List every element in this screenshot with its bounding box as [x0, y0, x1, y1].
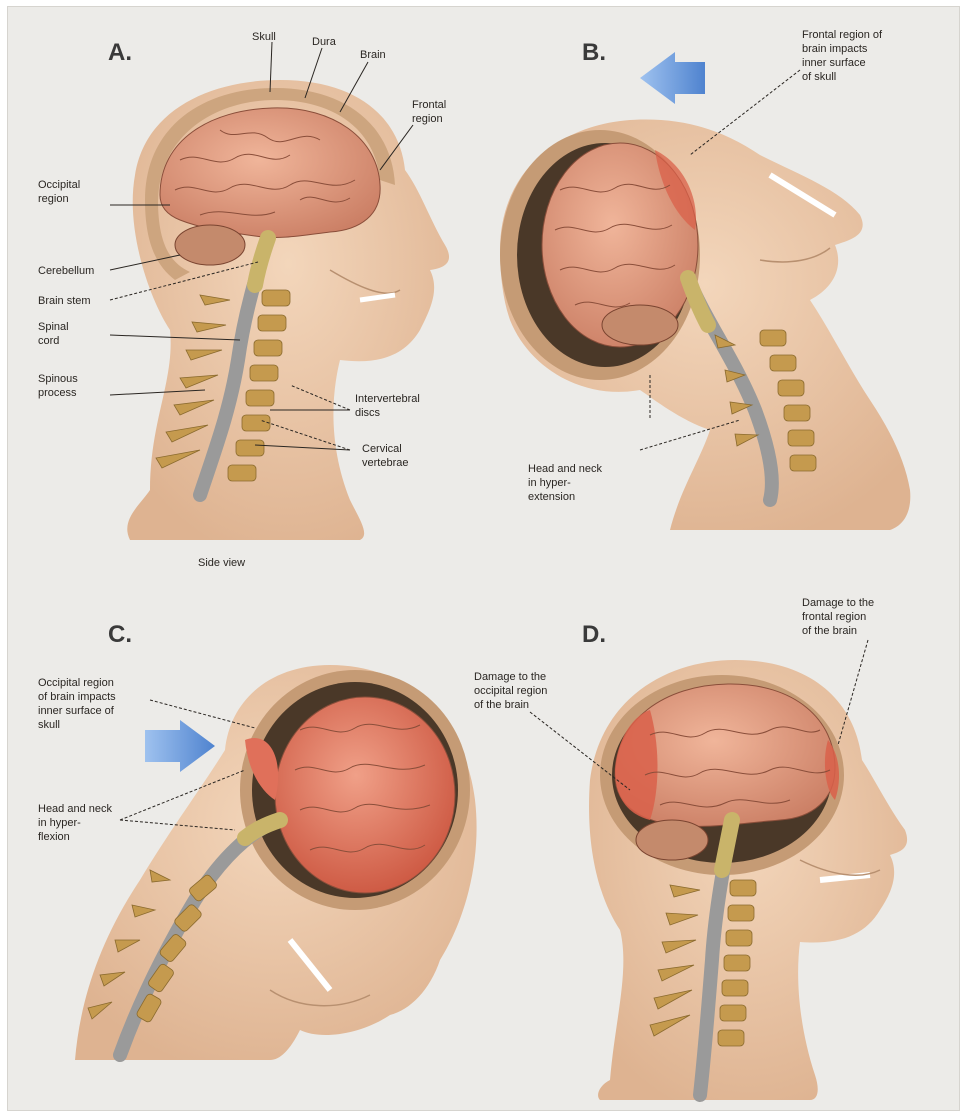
label-skull: Skull: [252, 31, 276, 43]
label-brain: Brain: [360, 49, 386, 61]
panel-b-impact-1: Frontal region of: [802, 29, 883, 41]
panel-c-impact-2: of brain impacts: [38, 691, 116, 703]
panel-d-letter: D.: [582, 621, 606, 648]
panel-c-impact-1: Occipital region: [38, 677, 114, 689]
panel-b-impact-3: inner surface: [802, 57, 866, 69]
label-intervertebral-discs-1: Intervertebral: [355, 393, 420, 405]
panel-a: A.: [38, 31, 449, 569]
panel-c-impact-3: inner surface of: [38, 705, 115, 717]
panel-c-letter: C.: [108, 621, 132, 648]
panel-d-brain-stem: [722, 820, 732, 870]
panel-d-frontal-damage-1: Damage to the: [802, 597, 874, 609]
label-spinal-cord-1: Spinal: [38, 321, 69, 333]
label-spinous-process-2: process: [38, 387, 77, 399]
label-spinous-process-1: Spinous: [38, 373, 78, 385]
panel-d-frontal-damage-2: frontal region: [802, 611, 866, 623]
panel-d-frontal-damage-3: of the brain: [802, 625, 857, 637]
panel-d-occipital-damage-1: Damage to the: [474, 671, 546, 683]
panel-b-motion-arrow: [640, 52, 705, 104]
panel-c-hyperflexion-3: flexion: [38, 831, 70, 843]
panel-c-impact-4: skull: [38, 719, 60, 731]
panel-c-motion-arrow: [145, 720, 215, 772]
panel-d-occipital-damage-2: occipital region: [474, 685, 547, 697]
panel-c-hyperflexion-2: in hyper-: [38, 817, 81, 829]
panel-b-hyperextension-2: in hyper-: [528, 477, 571, 489]
panel-a-caption: Side view: [198, 557, 245, 569]
label-brain-stem: Brain stem: [38, 295, 91, 307]
panel-b-cerebellum: [602, 305, 678, 345]
panel-b-impact-2: brain impacts: [802, 43, 868, 55]
panel-a-cerebellum: [175, 225, 245, 265]
panel-b-impact-4: of skull: [802, 71, 836, 83]
label-occipital-region-2: region: [38, 193, 69, 205]
panel-c-hyperflexion-1: Head and neck: [38, 803, 112, 815]
panel-b-letter: B.: [582, 39, 606, 66]
label-occipital-region-1: Occipital: [38, 179, 80, 191]
panel-b-hyperextension-3: extension: [528, 491, 575, 503]
panel-c-brain: [275, 697, 455, 893]
panel-b-hyperextension-1: Head and neck: [528, 463, 602, 475]
panel-d: D.: [474, 597, 907, 1100]
label-dura: Dura: [312, 36, 337, 48]
label-cervical-vertebrae-1: Cervical: [362, 443, 402, 455]
label-frontal-region-1: Frontal: [412, 99, 446, 111]
panel-c: C.: [38, 621, 477, 1060]
label-intervertebral-discs-2: discs: [355, 407, 381, 419]
panel-b: B.: [500, 29, 910, 530]
panel-a-letter: A.: [108, 39, 132, 66]
panel-d-occipital-damage-3: of the brain: [474, 699, 529, 711]
label-cerebellum: Cerebellum: [38, 265, 94, 277]
label-frontal-region-2: region: [412, 113, 443, 125]
label-spinal-cord-2: cord: [38, 335, 59, 347]
label-cervical-vertebrae-2: vertebrae: [362, 457, 408, 469]
panel-d-cerebellum: [636, 820, 708, 860]
